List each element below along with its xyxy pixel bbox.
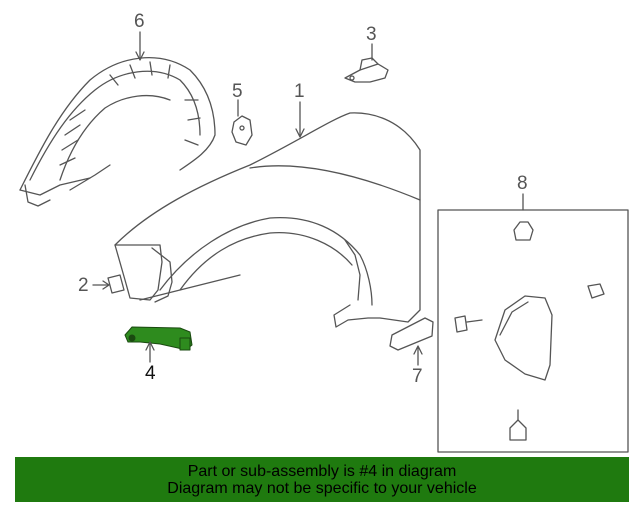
- callout-6: 6: [134, 11, 145, 32]
- part-7-molding: [389, 317, 434, 366]
- info-banner: Part or sub-assembly is #4 in diagram Di…: [15, 457, 629, 502]
- part-6-fender-liner: [19, 31, 216, 207]
- part-5-bracket: [231, 99, 253, 146]
- callout-5: 5: [232, 81, 243, 102]
- callout-4: 4: [145, 363, 156, 384]
- part-2-clip: [92, 274, 125, 294]
- parts-diagram: [19, 31, 629, 453]
- callout-7: 7: [412, 366, 423, 387]
- callout-2: 2: [78, 275, 89, 296]
- callout-1: 1: [294, 81, 305, 102]
- part-3-bracket: [344, 43, 389, 83]
- part-8-mudguard-kit: [437, 193, 629, 453]
- banner-line-2: Diagram may not be specific to your vehi…: [167, 480, 477, 497]
- callout-3: 3: [366, 24, 377, 45]
- callout-8: 8: [517, 173, 528, 194]
- banner-line-1: Part or sub-assembly is #4 in diagram: [187, 463, 457, 480]
- part-4-bracket-highlighted: [124, 326, 193, 351]
- part-1-fender: [114, 101, 421, 328]
